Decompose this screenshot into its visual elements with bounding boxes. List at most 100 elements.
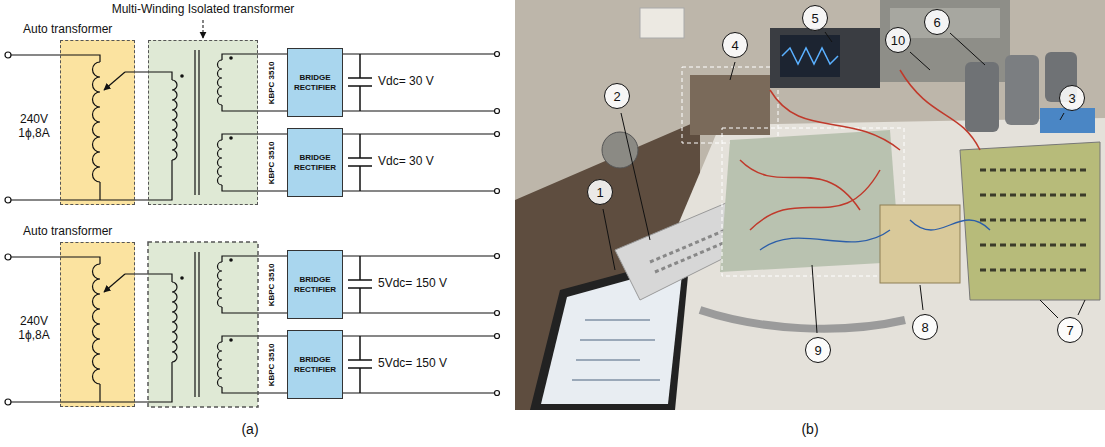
box-heading: Auto transformer <box>23 224 112 238</box>
leader-line <box>1060 113 1064 120</box>
polarity-dot <box>229 136 233 140</box>
voltage-label: 5Vdc= 150 V <box>378 276 447 290</box>
callout-text: 1 <box>596 186 603 199</box>
voltage-label: 5Vdc= 150 V <box>378 356 447 370</box>
leader-line <box>1040 300 1058 318</box>
driver-board <box>880 205 960 283</box>
screen-content <box>572 320 660 380</box>
control-board <box>960 142 1100 300</box>
panel-caption: (b) <box>801 421 818 438</box>
auto-transformer-fill <box>60 40 135 205</box>
ic-row <box>980 170 1090 270</box>
capacitor-symbol <box>348 54 372 111</box>
callout-text: 10 <box>891 34 905 47</box>
callout-text: 5 <box>811 12 818 25</box>
callout-text: 3 <box>1068 92 1075 105</box>
wiring <box>740 70 980 230</box>
transformer-core <box>194 50 195 195</box>
auto-transformer-winding <box>93 62 100 182</box>
leader-line <box>950 33 985 65</box>
wire <box>222 54 287 60</box>
bridge-rectifier-box: BRIDGE RECTIFIER <box>287 48 343 117</box>
voltage-label: Vdc= 30 V <box>378 74 434 88</box>
input-terminal <box>5 197 11 203</box>
waveform <box>782 48 838 64</box>
wire <box>11 55 100 62</box>
callout-text: 7 <box>1066 324 1073 337</box>
leader-line <box>730 62 735 80</box>
primary-winding <box>172 80 177 160</box>
callout-text: 4 <box>731 39 738 52</box>
part-number: KBPC 3510 <box>267 343 277 386</box>
supply-row <box>5 242 500 407</box>
switch-plate <box>640 8 684 38</box>
capacitor-bank <box>965 62 999 132</box>
callout-number: 10 <box>885 27 911 53</box>
box-heading: Auto transformer <box>23 22 112 36</box>
leader-line <box>825 32 832 42</box>
leader-lines <box>603 32 1085 333</box>
leader-line <box>1078 300 1085 315</box>
supply-rating: 240V 1ϕ,8A <box>10 112 58 141</box>
auto-transformer-box: Auto transformer <box>60 40 135 205</box>
polarity-dot <box>229 56 233 60</box>
output-terminal <box>495 52 500 57</box>
capacitor-bank <box>1005 55 1039 125</box>
callout-number: 7 <box>1057 317 1083 343</box>
callout-number: 5 <box>802 5 828 31</box>
callout-text: 2 <box>613 90 620 103</box>
rectifier-label: BRIDGE RECTIFIER <box>288 73 342 91</box>
rectifier-label: BRIDGE RECTIFIER <box>288 275 342 293</box>
rectifier-label: BRIDGE RECTIFIER <box>288 355 342 373</box>
leader-line <box>812 265 817 333</box>
wire <box>339 133 494 134</box>
power-meter <box>1040 108 1095 133</box>
input-terminal <box>5 52 11 58</box>
output-terminal <box>495 189 500 194</box>
isolated-transformer-outline <box>148 242 258 407</box>
part-number: KBPC 3510 <box>267 141 277 184</box>
leader-line <box>910 52 930 70</box>
isolated-transformer-fill <box>148 40 258 205</box>
oscilloscope <box>770 28 880 88</box>
inverter-board <box>720 130 900 272</box>
callout-text: 9 <box>814 344 821 357</box>
supply-rating: 240V 1ϕ,8A <box>10 314 58 343</box>
wire <box>222 105 287 111</box>
callout-number: 3 <box>1059 85 1085 111</box>
callout-number: 2 <box>604 83 630 109</box>
wire <box>222 134 287 140</box>
rectifier-label: BRIDGE RECTIFIER <box>288 153 342 171</box>
box-heading: Multi-Winding Isolated transformer <box>112 2 295 16</box>
highlight-outline <box>722 128 904 276</box>
callout-number: 9 <box>805 337 831 363</box>
supply-row <box>5 40 500 205</box>
panel-caption: (a) <box>241 421 258 438</box>
bridge-rectifier-box: BRIDGE RECTIFIER <box>287 330 343 399</box>
wire <box>339 53 494 54</box>
secondary-winding <box>218 140 223 185</box>
leader-line <box>603 209 615 270</box>
capacitor-symbol <box>348 134 372 191</box>
callout-text: 8 <box>921 321 928 334</box>
pointer-arrow <box>202 20 203 38</box>
isolated-transformer-box: Multi-Winding Isolated transformer <box>148 40 258 205</box>
transformer-core <box>198 50 199 195</box>
wiring <box>760 220 990 250</box>
callout-number: 8 <box>912 314 938 340</box>
lab-photo <box>515 0 1105 410</box>
output-terminal <box>495 132 500 137</box>
wire <box>339 110 494 111</box>
transformer-bank <box>690 75 770 135</box>
wire <box>339 190 494 191</box>
callout-number: 6 <box>924 9 950 35</box>
wiper-arrow <box>104 72 125 90</box>
bridge-rectifier-box: BRIDGE RECTIFIER <box>287 250 343 319</box>
callout-number: 1 <box>587 179 613 205</box>
leader-line <box>920 285 923 310</box>
leader-line <box>621 113 650 240</box>
voltage-label: Vdc= 30 V <box>378 154 434 168</box>
